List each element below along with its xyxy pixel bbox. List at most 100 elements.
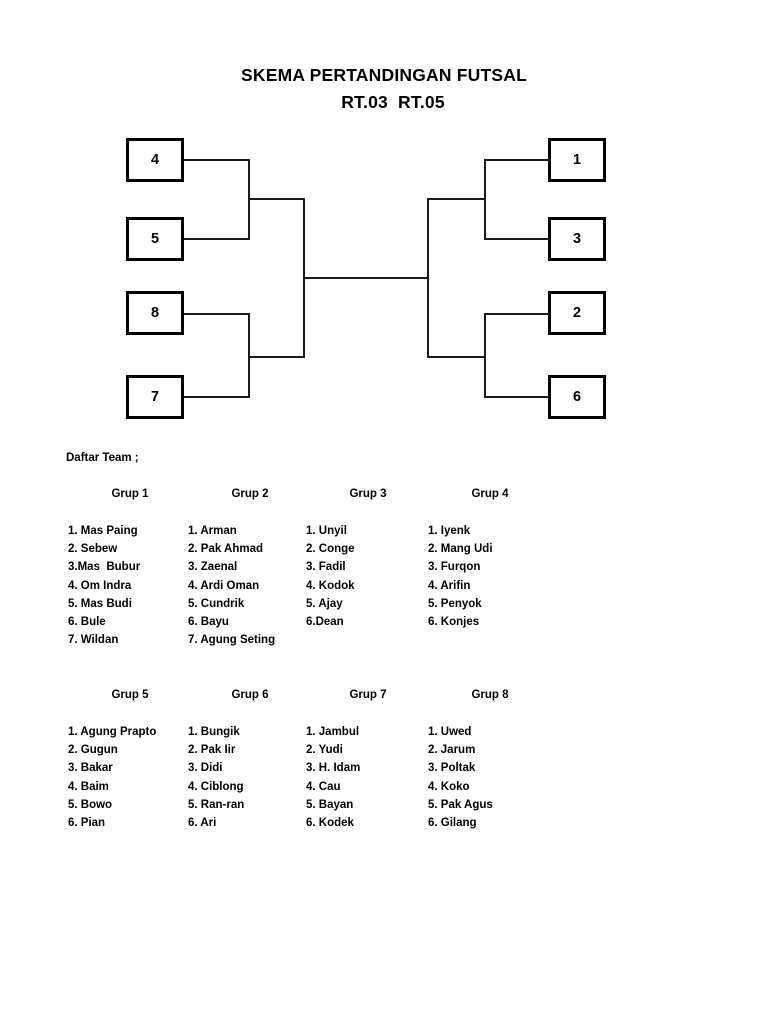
group-column-2: Grup 2 1. Arman 2. Pak Ahmad 3. Zaenal 4… <box>188 488 298 649</box>
list-item: 1. Arman <box>188 525 237 537</box>
connector-right-seed1 <box>484 159 550 161</box>
list-item: 2. Gugun <box>68 744 118 757</box>
group-member-list: 1. Jambul 2. Yudi 3. H. Idam 4. Cau 5. B… <box>306 723 416 832</box>
group-member-list: 1. Mas Paing 2. Sebew 3.Mas Bubur 4. Om … <box>68 522 178 649</box>
list-item: 2. Jarum <box>428 744 476 757</box>
connector-left-seed1 <box>184 159 250 161</box>
group-title: Grup 3 <box>349 488 387 500</box>
page-title: SKEMA PERTANDINGAN FUTSAL RT.03 RT.05 <box>0 62 768 116</box>
seed-box-left-1[interactable]: 4 <box>126 138 184 182</box>
list-item: 6. Ari <box>188 817 217 830</box>
list-item: 4. Ciblong <box>188 780 244 793</box>
group-title: Grup 8 <box>471 689 509 701</box>
list-item: 3. Poltak <box>428 762 476 775</box>
list-item: 5. Ajay <box>306 597 343 610</box>
group-member-list: 1. Iyenk 2. Mang Udi 3. Furqon 4. Arifin… <box>428 522 538 631</box>
group-title: Grup 4 <box>471 488 509 500</box>
list-item: 5. Cundrik <box>188 597 245 610</box>
list-item: 3. Fadil <box>306 561 346 574</box>
list-item: 5. Ran-ran <box>188 798 245 811</box>
connector-right-bottom-out <box>427 356 485 358</box>
seed-box-right-1[interactable]: 1 <box>548 138 606 182</box>
list-item: 6. Konjes <box>428 616 480 629</box>
list-item: 4. Koko <box>428 780 470 793</box>
group-title: Grup 5 <box>111 689 149 701</box>
group-column-5: Grup 5 1. Agung Prapto 2. Gugun 3. Bakar… <box>68 689 178 832</box>
connector-right-top-out <box>427 198 485 200</box>
connector-final-center <box>303 277 429 279</box>
seed-box-right-4[interactable]: 6 <box>548 375 606 419</box>
list-item: 1. Jambul <box>306 726 360 738</box>
list-item: 4. Cau <box>306 780 341 793</box>
list-item: 3. Didi <box>188 762 223 775</box>
seed-box-right-3[interactable]: 2 <box>548 291 606 335</box>
group-member-list: 1. Uwed 2. Jarum 3. Poltak 4. Koko 5. Pa… <box>428 723 538 832</box>
connector-right-seed3 <box>484 313 550 315</box>
list-item: 6.Dean <box>306 616 344 629</box>
connector-left-bottom-out <box>248 356 305 358</box>
title-line-primary: SKEMA PERTANDINGAN FUTSAL <box>241 65 527 85</box>
list-item: 1. Iyenk <box>428 525 471 537</box>
list-item: 5. Pak Agus <box>428 798 493 811</box>
list-item: 1. Agung Prapto <box>68 726 157 738</box>
connector-right-top-vertical <box>484 159 486 240</box>
list-item: 6. Bule <box>68 616 106 629</box>
list-item: 7. Agung Seting <box>188 634 276 647</box>
connector-left-top-out <box>248 198 305 200</box>
seed-box-left-2[interactable]: 5 <box>126 217 184 261</box>
group-title: Grup 6 <box>231 689 269 701</box>
list-item: 6. Gilang <box>428 817 477 830</box>
list-item: 4. Om Indra <box>68 579 132 592</box>
group-member-list: 1. Bungik 2. Pak Iir 3. Didi 4. Ciblong … <box>188 723 298 832</box>
list-item: 1. Mas Paing <box>68 525 138 537</box>
connector-right-seed2 <box>484 238 550 240</box>
list-item: 2. Mang Udi <box>428 543 493 556</box>
list-item: 3. H. Idam <box>306 762 361 775</box>
connector-left-seed4 <box>184 396 250 398</box>
connector-left-seed3 <box>184 313 250 315</box>
list-item: 3. Furqon <box>428 561 481 574</box>
group-member-list: 1. Arman 2. Pak Ahmad 3. Zaenal 4. Ardi … <box>188 522 298 649</box>
tournament-bracket: 4 5 8 7 1 3 2 6 <box>0 0 768 440</box>
list-item: 1. Uwed <box>428 726 472 738</box>
group-column-7: Grup 7 1. Jambul 2. Yudi 3. H. Idam 4. C… <box>306 689 416 832</box>
seed-box-left-3[interactable]: 8 <box>126 291 184 335</box>
group-column-4: Grup 4 1. Iyenk 2. Mang Udi 3. Furqon 4.… <box>428 488 538 631</box>
list-item: 4. Arifin <box>428 579 471 592</box>
list-item: 6. Kodek <box>306 817 354 830</box>
list-item: 1. Bungik <box>188 726 240 738</box>
list-item: 4. Baim <box>68 780 109 793</box>
list-item: 6. Bayu <box>188 616 229 629</box>
list-item: 4. Kodok <box>306 579 355 592</box>
list-item: 2. Sebew <box>68 543 118 556</box>
group-title: Grup 1 <box>111 488 149 500</box>
group-title: Grup 2 <box>231 488 269 500</box>
list-item: 3. Zaenal <box>188 561 238 574</box>
list-item: 2. Pak Ahmad <box>188 543 263 556</box>
group-column-8: Grup 8 1. Uwed 2. Jarum 3. Poltak 4. Kok… <box>428 689 538 832</box>
list-item: 2. Pak Iir <box>188 744 236 757</box>
group-title: Grup 7 <box>349 689 387 701</box>
seed-box-left-4[interactable]: 7 <box>126 375 184 419</box>
group-member-list: 1. Agung Prapto 2. Gugun 3. Bakar 4. Bai… <box>68 723 178 832</box>
list-item: 7. Wildan <box>68 634 119 647</box>
list-item: 4. Ardi Oman <box>188 579 260 592</box>
list-item: 5. Bowo <box>68 798 113 811</box>
group-column-3: Grup 3 1. Unyil 2. Conge 3. Fadil 4. Kod… <box>306 488 416 631</box>
list-item: 5. Penyok <box>428 597 482 610</box>
title-line-secondary: RT.03 RT.05 <box>341 92 445 112</box>
group-column-6: Grup 6 1. Bungik 2. Pak Iir 3. Didi 4. C… <box>188 689 298 832</box>
list-item: 1. Unyil <box>306 525 347 537</box>
connector-right-bottom-vertical <box>484 313 486 398</box>
connector-left-bottom-vertical <box>248 313 250 398</box>
list-item: 5. Mas Budi <box>68 597 132 610</box>
list-item: 3. Bakar <box>68 762 113 775</box>
connector-right-seed4 <box>484 396 550 398</box>
connector-left-seed2 <box>184 238 250 240</box>
group-column-1: Grup 1 1. Mas Paing 2. Sebew 3.Mas Bubur… <box>68 488 178 649</box>
group-member-list: 1. Unyil 2. Conge 3. Fadil 4. Kodok 5. A… <box>306 522 416 631</box>
list-item: 6. Pian <box>68 817 106 830</box>
roster-heading: Daftar Team ; <box>66 452 139 464</box>
seed-box-right-2[interactable]: 3 <box>548 217 606 261</box>
list-item: 2. Yudi <box>306 744 343 757</box>
